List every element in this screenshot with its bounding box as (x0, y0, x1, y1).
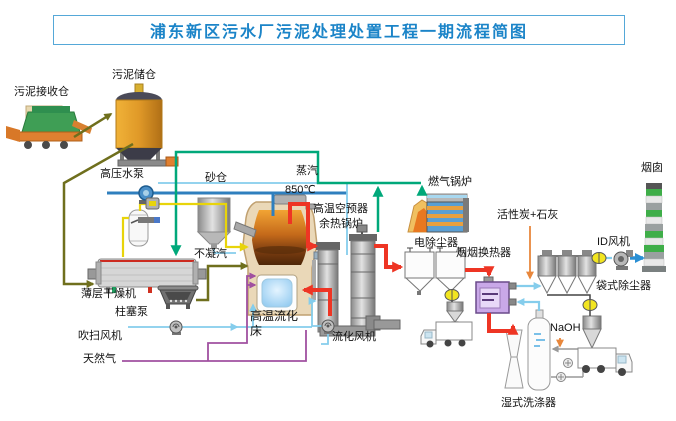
diagram-title-box: 浦东新区污水厂污泥处理处置工程一期流程简图 (53, 15, 625, 45)
vapor-line-dryer-to-condenser (121, 216, 129, 257)
sludge-line-silo-to-dryer (62, 142, 134, 288)
sand-chute-line (213, 249, 236, 254)
ggh-ports (508, 282, 517, 306)
label-chimney: 烟囱 (641, 162, 663, 174)
condenser-nozzle-icon (130, 217, 160, 224)
label-activated-carbon: 活性炭+石灰 (497, 209, 559, 221)
gas-boiler (407, 193, 469, 233)
fluidized-bed-furnace (242, 194, 325, 316)
natural-gas-to-burner (207, 272, 257, 361)
fluegas-furnace-to-preheater (288, 202, 319, 252)
label-esp: 电除尘器 (414, 237, 458, 249)
label-wet-scrubber: 湿式洗涤器 (501, 397, 556, 409)
vapor-valve-icon (145, 197, 160, 210)
sludge-line-receiving-to-silo (73, 112, 113, 139)
label-naoh: NaOH (550, 322, 581, 334)
cleangas-scrubber-to-ggh (516, 298, 541, 311)
wet-scrubber (504, 309, 584, 391)
esp-ash-truck (420, 321, 473, 348)
condenser-vessel (128, 209, 149, 247)
thin-layer-dryer (87, 258, 207, 293)
label-sand-silo: 砂仓 (205, 172, 227, 184)
bagfilter-ash-truck (577, 347, 633, 376)
natural-gas-main (122, 330, 307, 362)
fluidizing-fan-suction (321, 332, 329, 345)
label-natural-gas: 天然气 (83, 353, 116, 365)
label-bag-filter: 袋式除尘器 (596, 280, 651, 292)
rotary-valve-esp (444, 289, 460, 301)
label-hp-water-pump: 高压水泵 (100, 168, 144, 180)
fluegas-ggh-to-scrubber (487, 313, 519, 335)
label-sludge-receiving: 污泥接收仓 (14, 86, 69, 98)
noncondensable-line (159, 202, 249, 252)
label-plunger-pump: 柱塞泵 (115, 306, 148, 318)
id-fan-icon (613, 250, 633, 270)
label-thin-layer-dryer: 薄层干燥机 (81, 288, 136, 300)
label-gas-boiler: 燃气锅炉 (428, 176, 472, 188)
fluidizing-air-line (308, 297, 322, 327)
label-ggh: 烟烟换热器 (456, 247, 511, 259)
label-steam: 蒸汽 (296, 165, 318, 177)
fluegas-esp-to-ggh (465, 266, 495, 278)
label-purge-fan: 吹扫风机 (78, 330, 122, 342)
gas-gas-heat-exchanger (475, 276, 510, 314)
bag-filter (537, 250, 597, 295)
label-non-condensable: 不凝汽 (194, 248, 227, 260)
label-850c: 850℃ (285, 184, 316, 196)
plunger-pump-icon (157, 285, 199, 309)
fluidizing-fan-icon (321, 319, 335, 334)
rotary-valve-top (591, 252, 607, 264)
electrostatic-precipitator (404, 247, 466, 295)
waste-heat-boiler-column (319, 224, 401, 337)
steam-header-line (170, 150, 421, 257)
hot-air-return-line (301, 284, 332, 316)
sludge-receiving-unit (6, 105, 92, 149)
label-fluidized-bed: 高温流化床 (250, 309, 299, 338)
vapor-line-condenser-up (138, 202, 146, 211)
label-id-fan: ID风机 (597, 236, 630, 248)
fluegas-whb-to-esp (374, 244, 404, 273)
sludge-line-pump-to-furnace (196, 262, 249, 302)
label-sludge-storage: 污泥储仓 (112, 69, 156, 81)
label-waste-heat-boiler: 余热锅炉 (319, 218, 363, 230)
label-air-preheater: 高温空预器 (313, 203, 368, 215)
chimney (642, 183, 666, 272)
diagram-title: 浦东新区污水厂污泥处理处置工程一期流程简图 (149, 24, 528, 41)
sludge-storage-silo (115, 83, 179, 167)
purge-fan-icon (169, 320, 183, 335)
rotary-valve-bagfilter (582, 299, 598, 311)
sand-chute (233, 221, 257, 238)
label-fluidizing-fan: 流化风机 (332, 331, 376, 343)
